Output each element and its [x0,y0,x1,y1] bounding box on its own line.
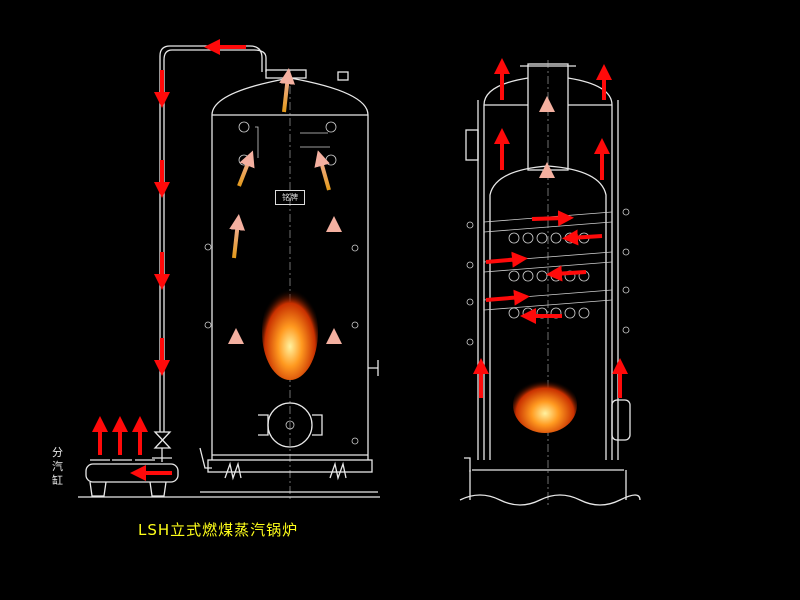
steam-pipe [78,45,380,498]
valve-icon [153,431,172,449]
flame-icon [513,377,577,433]
diagram-caption: LSH立式燃煤蒸汽锅炉 [138,521,299,539]
water-gauge [465,129,479,161]
left-boiler [199,69,379,500]
water-flow-arrows [92,39,628,481]
flame-icon [262,284,318,380]
right-boiler [459,60,641,506]
nameplate: 铭牌 [275,190,305,205]
steam-header [85,463,179,483]
tube-bank [466,208,630,346]
steam-header-label: 分汽缸 [52,446,63,487]
hot-gas-arrows [228,68,555,372]
